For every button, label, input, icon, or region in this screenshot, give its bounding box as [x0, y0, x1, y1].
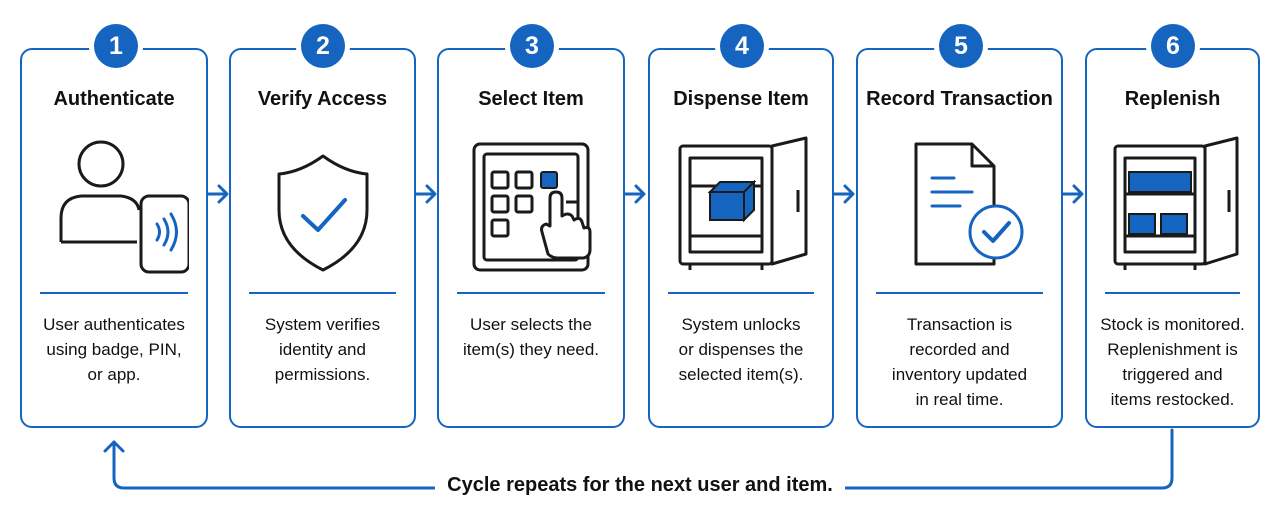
- step-title: Record Transaction: [866, 88, 1053, 110]
- step-card-dispense-item: 4 Dispense Item System unlocks or dispen…: [648, 24, 834, 428]
- step-description: User authenticates using badge, PIN, or …: [43, 315, 185, 384]
- divider: [876, 292, 1043, 294]
- open-cabinet-icon: [650, 136, 832, 276]
- step-card-authenticate: 1 Authenticate User authenticates using …: [20, 24, 208, 428]
- arrow-right-icon: [1061, 184, 1084, 204]
- shield-check-icon: [231, 136, 414, 276]
- divider: [249, 292, 396, 294]
- step-number-badge: 5: [939, 24, 983, 68]
- step-number-badge: 1: [94, 24, 138, 68]
- user-badge-icon: [22, 136, 206, 276]
- arrow-right-icon: [832, 184, 855, 204]
- divider: [40, 292, 188, 294]
- step-card-replenish: 6 Replenish Stock is monitored. Replenis…: [1085, 24, 1260, 428]
- step-description: Stock is monitored. Replenishment is tri…: [1100, 315, 1245, 409]
- step-title: Dispense Item: [673, 88, 809, 110]
- step-description: System verifies identity and permissions…: [264, 315, 381, 384]
- step-title: Replenish: [1124, 88, 1221, 110]
- step-description: Transaction is recorded and inventory up…: [891, 315, 1028, 409]
- step-description: System unlocks or dispenses the selected…: [678, 315, 804, 384]
- arrow-right-icon: [623, 184, 646, 204]
- stocked-cabinet-icon: [1087, 136, 1258, 276]
- step-number-badge: 2: [301, 24, 345, 68]
- cycle-caption-row: Cycle repeats for the next user and item…: [0, 474, 1280, 497]
- step-number-badge: 6: [1151, 24, 1195, 68]
- step-description: User selects the item(s) they need.: [462, 315, 600, 359]
- step-title: Verify Access: [257, 88, 388, 110]
- divider: [668, 292, 814, 294]
- step-card-select-item: 3 Select Item User selects the item(s) t…: [437, 24, 625, 428]
- arrow-right-icon: [206, 184, 229, 204]
- step-title: Select Item: [478, 88, 584, 110]
- step-number-badge: 3: [510, 24, 554, 68]
- cycle-caption: Cycle repeats for the next user and item…: [435, 474, 845, 496]
- divider: [457, 292, 605, 294]
- step-title: Authenticate: [53, 88, 175, 110]
- document-check-icon: [858, 136, 1061, 276]
- touch-keypad-icon: [439, 136, 623, 276]
- step-card-record-transaction: 5 Record Transaction Transaction is reco…: [856, 24, 1063, 428]
- divider: [1105, 292, 1240, 294]
- step-card-verify-access: 2 Verify Access System verifies identity…: [229, 24, 416, 428]
- arrow-right-icon: [414, 184, 437, 204]
- step-number-badge: 4: [720, 24, 764, 68]
